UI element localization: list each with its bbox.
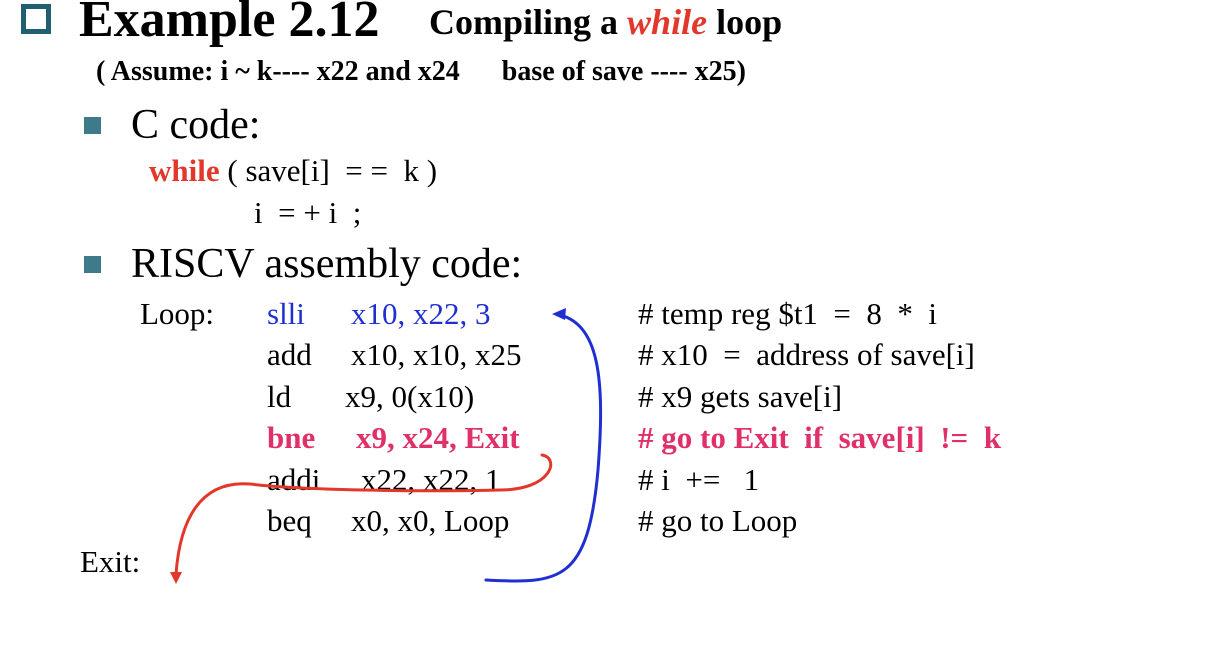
asm-comment: # x9 gets save[i] [638,379,843,414]
exit-label: Exit: [80,544,141,579]
slide-subtitle: Compiling a while loop [429,4,782,40]
asm-args: x10, x22, 3 [351,296,491,331]
asm-op: add [267,337,312,372]
subtitle-prefix: Compiling a [429,2,628,42]
asm-comment: # go to Loop [638,503,798,538]
asm-args: x9, 0(x10) [345,379,475,414]
subtitle-suffix: loop [707,2,783,42]
assumption-note: ( Assume: i ~ k---- x22 and x24 base of … [96,56,746,87]
loop-back-arrowhead-icon [552,308,566,320]
loop-label: Loop: [140,296,215,331]
asm-op: bne [267,420,316,455]
exit-arrow [174,453,553,576]
asm-code-heading: RISCV assembly code: [131,241,523,287]
asm-comment: # i += 1 [638,462,760,497]
loop-back-arrow [484,312,603,583]
c-code-line-2: i = + i ; [254,195,362,230]
asm-op: beq [267,503,312,538]
exit-arrowhead-icon [170,572,182,584]
asm-args: x0, x0, Loop [351,503,510,538]
title-square-icon [21,4,51,34]
subtitle-emphasis: while [627,2,708,42]
asm-op: slli [267,296,305,331]
asm-op: ld [267,379,292,414]
bullet-square-icon [84,117,101,134]
c-while-keyword: while [149,153,220,188]
bullet-square-icon [84,256,101,273]
asm-comment: # go to Exit if save[i] != k [638,420,1001,455]
asm-args: x9, x24, Exit [356,420,520,455]
asm-args: x10, x10, x25 [351,337,522,372]
slide-title: Example 2.12 [79,0,380,48]
c-code-line-1: while ( save[i] = = k ) [149,155,437,186]
c-code-heading: C code: [131,102,261,148]
asm-comment: # temp reg $t1 = 8 * i [638,296,938,331]
asm-comment: # x10 = address of save[i] [638,337,975,372]
c-while-condition: ( save[i] = = k ) [219,153,438,188]
